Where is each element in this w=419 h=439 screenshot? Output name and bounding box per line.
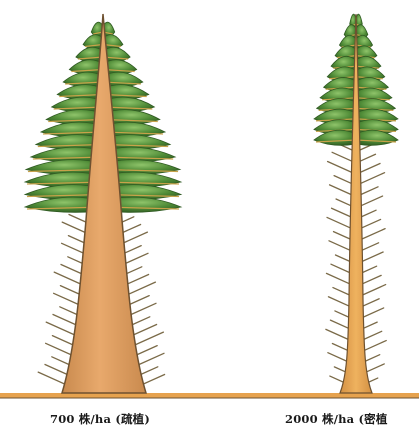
branch-stub: [360, 154, 375, 161]
branch-stub: [46, 343, 72, 355]
foliage-cluster: [314, 130, 356, 145]
branch-stub: [328, 161, 352, 172]
branch-stub: [331, 264, 351, 273]
branch-stub: [329, 241, 351, 251]
branch-stub: [328, 297, 350, 307]
branch-stub: [361, 210, 376, 217]
branch-stub: [334, 176, 352, 184]
branch-stub: [138, 353, 164, 365]
branch-stub: [336, 199, 351, 206]
branch-stub: [361, 275, 381, 284]
branch-stub: [127, 282, 156, 295]
foliage-cluster: [356, 130, 398, 145]
branch-stub: [60, 307, 78, 315]
branch-stub: [362, 299, 380, 307]
branch-stub: [327, 217, 351, 228]
branch-stub: [46, 322, 75, 335]
branch-stub: [140, 367, 158, 375]
branch-stub: [362, 308, 384, 318]
sparse-planting-caption: 700 株/ha (疏植): [50, 411, 150, 427]
branch-stub: [361, 243, 379, 251]
branch-stub: [38, 372, 67, 385]
branch-stub: [360, 173, 384, 184]
branch-stub: [130, 303, 156, 315]
branch-stub: [54, 272, 83, 285]
branch-stub: [361, 219, 381, 228]
branch-stub: [52, 336, 73, 345]
branch-stub: [133, 324, 156, 335]
branch-stub: [360, 187, 378, 195]
branch-stub: [326, 329, 350, 340]
branch-stub: [361, 285, 385, 296]
branch-stub: [361, 229, 385, 240]
branch-stub: [332, 152, 352, 161]
branch-stub: [45, 364, 68, 375]
branch-stub: [335, 255, 350, 262]
branch-stub: [54, 293, 80, 305]
branch-stub: [361, 266, 376, 273]
branch-stub: [360, 163, 380, 172]
branch-stub: [141, 374, 164, 385]
branch-stub: [330, 185, 352, 195]
branch-stub: [326, 273, 350, 284]
branch-stub: [125, 274, 148, 285]
branch-stub: [60, 286, 81, 295]
branch-stub: [332, 208, 352, 217]
branch-stub: [53, 314, 76, 325]
branch-stub: [362, 331, 382, 340]
branch-stub: [333, 288, 351, 296]
branch-stub: [361, 252, 383, 262]
branch-stub: [334, 232, 352, 240]
branch-stub: [52, 357, 70, 365]
branch-stub: [136, 346, 157, 355]
branch-stub: [335, 311, 350, 318]
sparse-tree: [25, 14, 181, 393]
branch-stub: [362, 341, 386, 352]
dense-planting-caption: 2000 株/ha (密植: [285, 411, 388, 427]
dense-tree: [314, 14, 398, 393]
branch-stub: [132, 317, 150, 325]
branch-stub: [361, 196, 383, 206]
branch-stub: [135, 332, 164, 345]
branch-stub: [330, 320, 350, 329]
branch-stub: [128, 296, 149, 305]
